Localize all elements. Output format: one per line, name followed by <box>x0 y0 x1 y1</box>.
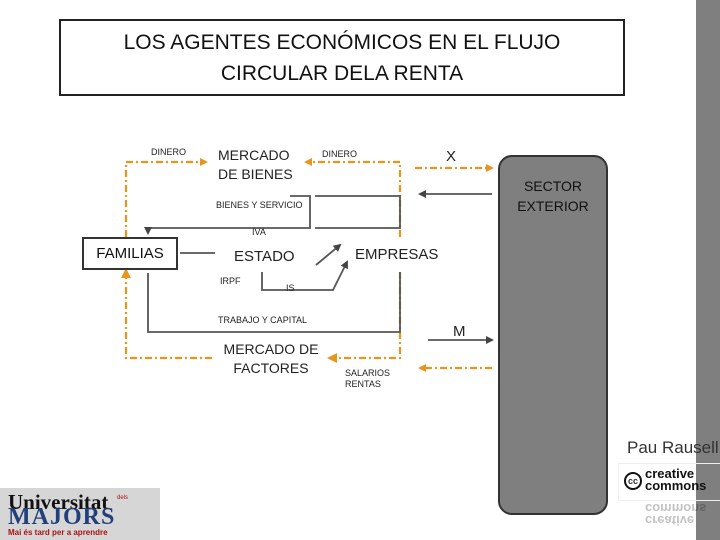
m-imports-label: M <box>453 323 466 340</box>
dinero-empresas-to-bienes-arrow <box>304 158 402 237</box>
sector-exterior-label: SECTOR EXTERIOR <box>517 178 589 214</box>
bienes-to-familias-arrow <box>144 195 311 235</box>
diagram-title: LOS AGENTES ECONÓMICOS EN EL FLUJO CIRCU… <box>59 19 625 96</box>
trabajo-capital-label: TRABAJO Y CAPITAL <box>218 315 308 325</box>
dinero-familias-to-bienes-arrow <box>124 158 208 237</box>
estado-node: ESTADO <box>234 248 295 265</box>
empresas-to-factores-arrow <box>330 272 402 360</box>
iva-arrow <box>315 243 342 266</box>
decorative-side-bar <box>696 0 720 540</box>
mercado-factores-label: MERCADO DE FACTORES <box>223 341 319 376</box>
university-logo-text: MAJORS <box>8 504 116 530</box>
x-exports-label: X <box>446 148 457 165</box>
trabajo-capital-line <box>147 272 401 333</box>
irpf-label: IRPF <box>220 276 241 286</box>
dinero-label-right: DINERO <box>322 149 358 159</box>
university-logo-text: Universitat <box>8 490 109 514</box>
familias-node: FAMILIAS <box>82 237 178 270</box>
iva-label: IVA <box>252 227 266 237</box>
creative-commons-badge <box>618 463 720 501</box>
university-logo <box>0 488 160 540</box>
empresas-node: EMPRESAS <box>355 246 439 263</box>
is-label: IS <box>286 283 295 293</box>
dinero-label-left: DINERO <box>151 147 187 157</box>
bienes-servicio-label: BIENES Y SERVICIO <box>216 200 303 210</box>
irpf-is-arrow <box>261 260 348 291</box>
sector-exterior-box <box>498 155 608 515</box>
factores-to-familias-arrow <box>124 272 212 360</box>
author-name: Pau Rausell <box>627 438 719 457</box>
cc-icon: cc <box>624 472 642 490</box>
salarios-rentas-label: SALARIOS RENTAS <box>345 368 391 389</box>
university-logo-text: Mai és tard per a aprendre <box>8 528 108 537</box>
mercado-bienes-label: MERCADO DE BIENES <box>218 147 293 182</box>
university-logo-text: dels <box>117 495 129 501</box>
empresas-to-bienes-arrow <box>315 195 401 229</box>
